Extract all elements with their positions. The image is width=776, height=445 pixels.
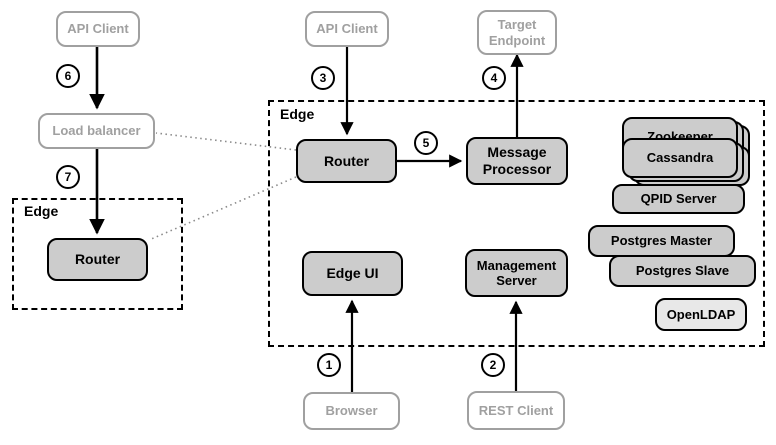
node-openldap-label: OpenLDAP — [666, 306, 736, 322]
node-edge-ui-label: Edge UI — [326, 265, 379, 282]
node-target-endpoint-label-line2: Endpoint — [488, 32, 546, 48]
step-badge-4: 4 — [482, 66, 506, 90]
node-rest-client[interactable]: REST Client — [467, 391, 565, 430]
node-message-processor[interactable]: Message Processor — [466, 137, 568, 185]
node-management-server-label-line1: Management — [476, 257, 557, 273]
node-message-processor-label-line1: Message — [487, 144, 547, 161]
node-openldap[interactable]: OpenLDAP — [655, 298, 747, 331]
node-qpid-server[interactable]: QPID Server — [612, 184, 745, 214]
step-badge-1-number: 1 — [325, 358, 333, 372]
step-badge-2-number: 2 — [489, 358, 497, 372]
node-management-server[interactable]: Management Server — [465, 249, 568, 297]
node-postgres-master-label: Postgres Master — [610, 233, 713, 249]
step-badge-7: 7 — [56, 165, 80, 189]
node-cassandra-label: Cassandra — [646, 150, 714, 166]
step-badge-1: 1 — [317, 353, 341, 377]
step-badge-7-number: 7 — [64, 170, 72, 184]
node-management-server-label-line2: Server — [496, 273, 537, 288]
node-browser-label: Browser — [325, 403, 378, 419]
group-edge-main-label: Edge — [280, 106, 315, 122]
node-browser[interactable]: Browser — [303, 392, 400, 430]
node-router-left-label: Router — [74, 251, 121, 268]
node-api-client-main-label: API Client — [316, 21, 378, 37]
step-badge-6: 6 — [56, 64, 80, 88]
node-target-endpoint-label-line1: Target — [497, 17, 537, 33]
node-edge-ui[interactable]: Edge UI — [302, 251, 403, 296]
node-router-main[interactable]: Router — [296, 139, 397, 183]
node-load-balancer[interactable]: Load balancer — [38, 113, 155, 149]
node-api-client-left-label: API Client — [67, 21, 129, 37]
group-edge-left-label: Edge — [24, 203, 59, 219]
node-postgres-slave-label: Postgres Slave — [635, 263, 730, 279]
group-edge-main — [268, 100, 765, 347]
node-router-left[interactable]: Router — [47, 238, 148, 281]
node-message-processor-label-line2: Processor — [482, 161, 552, 177]
node-qpid-server-label: QPID Server — [640, 191, 717, 207]
node-load-balancer-label: Load balancer — [52, 123, 141, 139]
step-badge-4-number: 4 — [490, 71, 498, 85]
group-edge-left — [12, 198, 183, 310]
step-badge-6-number: 6 — [64, 69, 72, 83]
node-postgres-slave[interactable]: Postgres Slave — [609, 255, 756, 287]
node-cassandra[interactable]: Cassandra — [622, 138, 738, 178]
step-badge-2: 2 — [481, 353, 505, 377]
node-postgres-master[interactable]: Postgres Master — [588, 225, 735, 257]
node-rest-client-label: REST Client — [478, 402, 554, 418]
step-badge-3: 3 — [311, 66, 335, 90]
node-target-endpoint[interactable]: Target Endpoint — [477, 10, 557, 55]
step-badge-5: 5 — [414, 131, 438, 155]
node-api-client-main[interactable]: API Client — [305, 11, 389, 47]
node-api-client-left[interactable]: API Client — [56, 11, 140, 47]
step-badge-3-number: 3 — [319, 71, 327, 85]
step-badge-5-number: 5 — [422, 136, 430, 150]
node-router-main-label: Router — [323, 152, 370, 169]
